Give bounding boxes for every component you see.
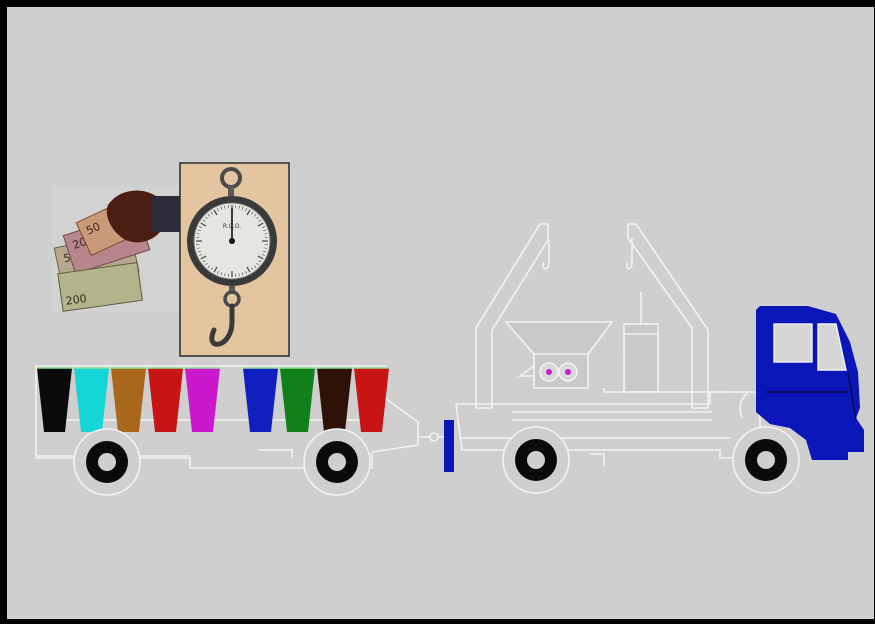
bins-group [37, 368, 389, 432]
money-icon: 50 20 200 50 [52, 186, 180, 312]
wheel-hub [328, 453, 346, 471]
scale-needle-pivot [229, 238, 235, 244]
wheel-3 [503, 427, 569, 493]
wheel-2 [304, 429, 370, 495]
sleeve-shape [152, 196, 180, 232]
wheel-hub [98, 453, 116, 471]
wheel-4 [733, 427, 799, 493]
scale-top-stem [228, 186, 234, 196]
hanging-scale-icon: R.C.O. [180, 163, 289, 356]
tow-hitch-plate [444, 420, 454, 472]
panel-background [7, 7, 874, 619]
wheel-1 [74, 429, 140, 495]
cab-side-window [774, 324, 812, 362]
wheel-hub [757, 451, 775, 469]
shredder-roller-left-hub [546, 369, 552, 375]
shredder-roller-right-hub [565, 369, 571, 375]
wheel-hub [527, 451, 545, 469]
